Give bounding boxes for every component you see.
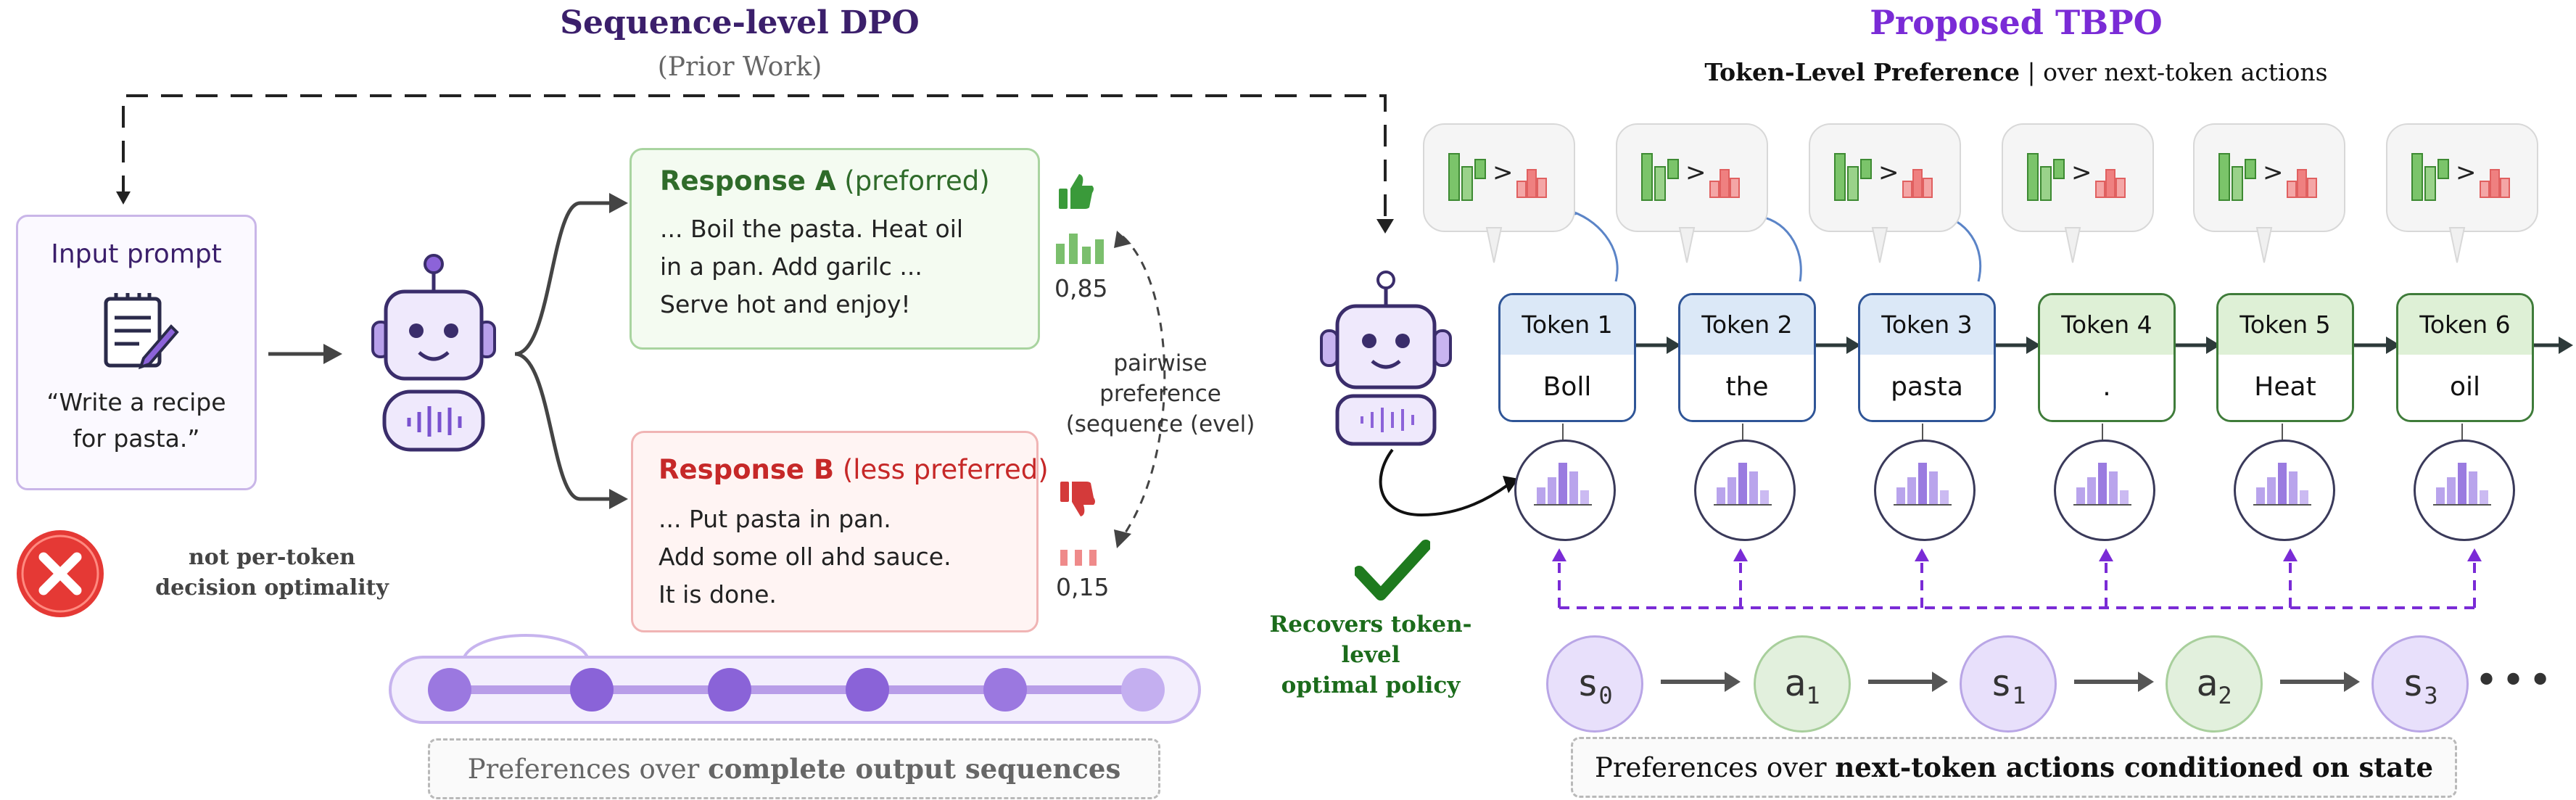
token-word: the [1680,355,1814,420]
response-a-qualifier: (preforred) [844,165,990,197]
right-subtitle-rest: | over next-token actions [2019,58,2328,86]
response-b-text: ... Put pasta in pan. Add some oll ahd s… [659,500,1021,614]
token-label: Token 6 [2398,295,2532,355]
token-word: pasta [1860,355,1994,420]
state-sub: 3 [2424,682,2438,709]
pairwise-line: (sequence (evel) [1065,411,1255,437]
response-b-label: Response B [659,454,835,485]
action-sub: 2 [2218,682,2232,709]
state-sub: 0 [1598,682,1613,709]
not-per-token-line: not per-token [189,545,355,570]
state-base: s [1577,662,1599,704]
action-base: a [2196,662,2218,704]
token-label: Token 3 [1860,295,1994,355]
token-label: Token 1 [1500,295,1634,355]
right-caption: Preferences over next-token actions cond… [1571,737,2457,798]
right-subtitle: Token-Level Preference | over next-token… [1595,58,2437,86]
response-a-line: in a pan. Add garilc ... [660,252,922,281]
document-pen-icon [104,293,179,370]
token-label: Token 4 [2040,295,2174,355]
left-caption-plain: Preferences over [467,754,709,785]
comparison-symbol: > [1878,158,1899,187]
pairwise-preference-label: pairwise preference (sequence (evel) [1044,348,1276,440]
token-card: Token 4 . [2038,293,2176,422]
response-a-text: ... Boil the pasta. Heat oil in a pan. A… [660,210,1023,323]
action-sub: 1 [1806,682,1820,709]
token-card: Token 6 oil [2396,293,2534,422]
pairwise-line: pairwise [1113,350,1208,376]
robot-icon [371,254,496,452]
left-caption-bold: complete output sequences [708,753,1121,785]
action-node: a2 [2166,635,2263,733]
comparison-symbol: > [2263,158,2284,187]
response-b-line: ... Put pasta in pan. [659,505,891,533]
action-node: a1 [1754,635,1851,733]
response-a-title: Response A (preforred) [660,165,990,197]
response-b-line: Add some oll ahd sauce. [659,543,951,571]
token-card: Token 3 pasta [1858,293,1996,422]
input-prompt-title: Input prompt [51,239,222,269]
left-caption: Preferences over complete output sequenc… [428,738,1160,799]
error-x-icon [17,530,104,617]
token-word: Boll [1500,355,1634,420]
token-label: Token 2 [1680,295,1814,355]
token-card: Token 5 Heat [2216,293,2354,422]
ellipsis: ••• [2474,657,2556,704]
comparison-symbol: > [2071,158,2092,187]
dashed-bracket-connector [122,94,1387,225]
response-a-label: Response A [660,165,836,197]
right-subtitle-bold: Token-Level Preference [1704,58,2020,86]
response-b-qualifier: (less preferred) [842,454,1049,485]
state-base: s [1990,662,2012,704]
state-base: s [2402,662,2424,704]
comparison-symbol: > [1493,158,1514,187]
not-per-token-line: decision optimality [155,575,389,601]
token-word: oil [2398,355,2532,420]
token-word: . [2040,355,2174,420]
state-node: s0 [1546,635,1643,733]
response-a-score: 0,85 [1054,274,1108,302]
right-caption-plain: Preferences over [1594,752,1836,783]
thumbs-down-icon [1060,482,1095,516]
response-a-box [629,148,1040,350]
state-sub: 1 [2012,682,2026,709]
recovers-line: Recovers token-level [1269,611,1472,668]
action-base: a [1784,662,1807,704]
comparison-symbol: > [2456,158,2477,187]
recovers-line: optimal policy [1281,672,1461,698]
response-b-line: It is done. [659,580,777,609]
response-b-title: Response B (less preferred) [659,454,1049,485]
not-per-token-note: not per-token decision optimality [145,543,399,603]
recovers-label: Recovers token-level optimal policy [1247,609,1494,701]
response-a-line: Serve hot and enjoy! [660,290,911,318]
response-b-score: 0,15 [1056,573,1110,601]
bar-histogram-icon [1056,234,1104,264]
token-card: Token 2 the [1678,293,1816,422]
right-caption-bold: next-token actions conditioned on state [1835,751,2434,783]
bar-histogram-icon [1060,550,1097,566]
left-subtitle: (Prior Work) [657,52,822,82]
response-a-line: ... Boil the pasta. Heat oil [660,215,964,243]
state-node: s1 [1960,635,2057,733]
right-title: Proposed TBPO [1870,3,2163,42]
left-title: Sequence-level DPO [560,4,920,41]
token-label: Token 5 [2218,295,2352,355]
thumbs-up-icon [1059,174,1094,209]
token-card: Token 1 Boll [1498,293,1636,422]
robot-icon [1320,271,1452,446]
input-prompt-text: “Write a recipe for pasta.” [46,388,226,453]
response-b-box [631,431,1039,632]
comparison-symbol: > [1685,158,1706,187]
checkmark-icon [1355,540,1430,601]
pairwise-line: preference [1099,381,1221,407]
token-word: Heat [2218,355,2352,420]
state-node: s3 [2371,635,2469,733]
